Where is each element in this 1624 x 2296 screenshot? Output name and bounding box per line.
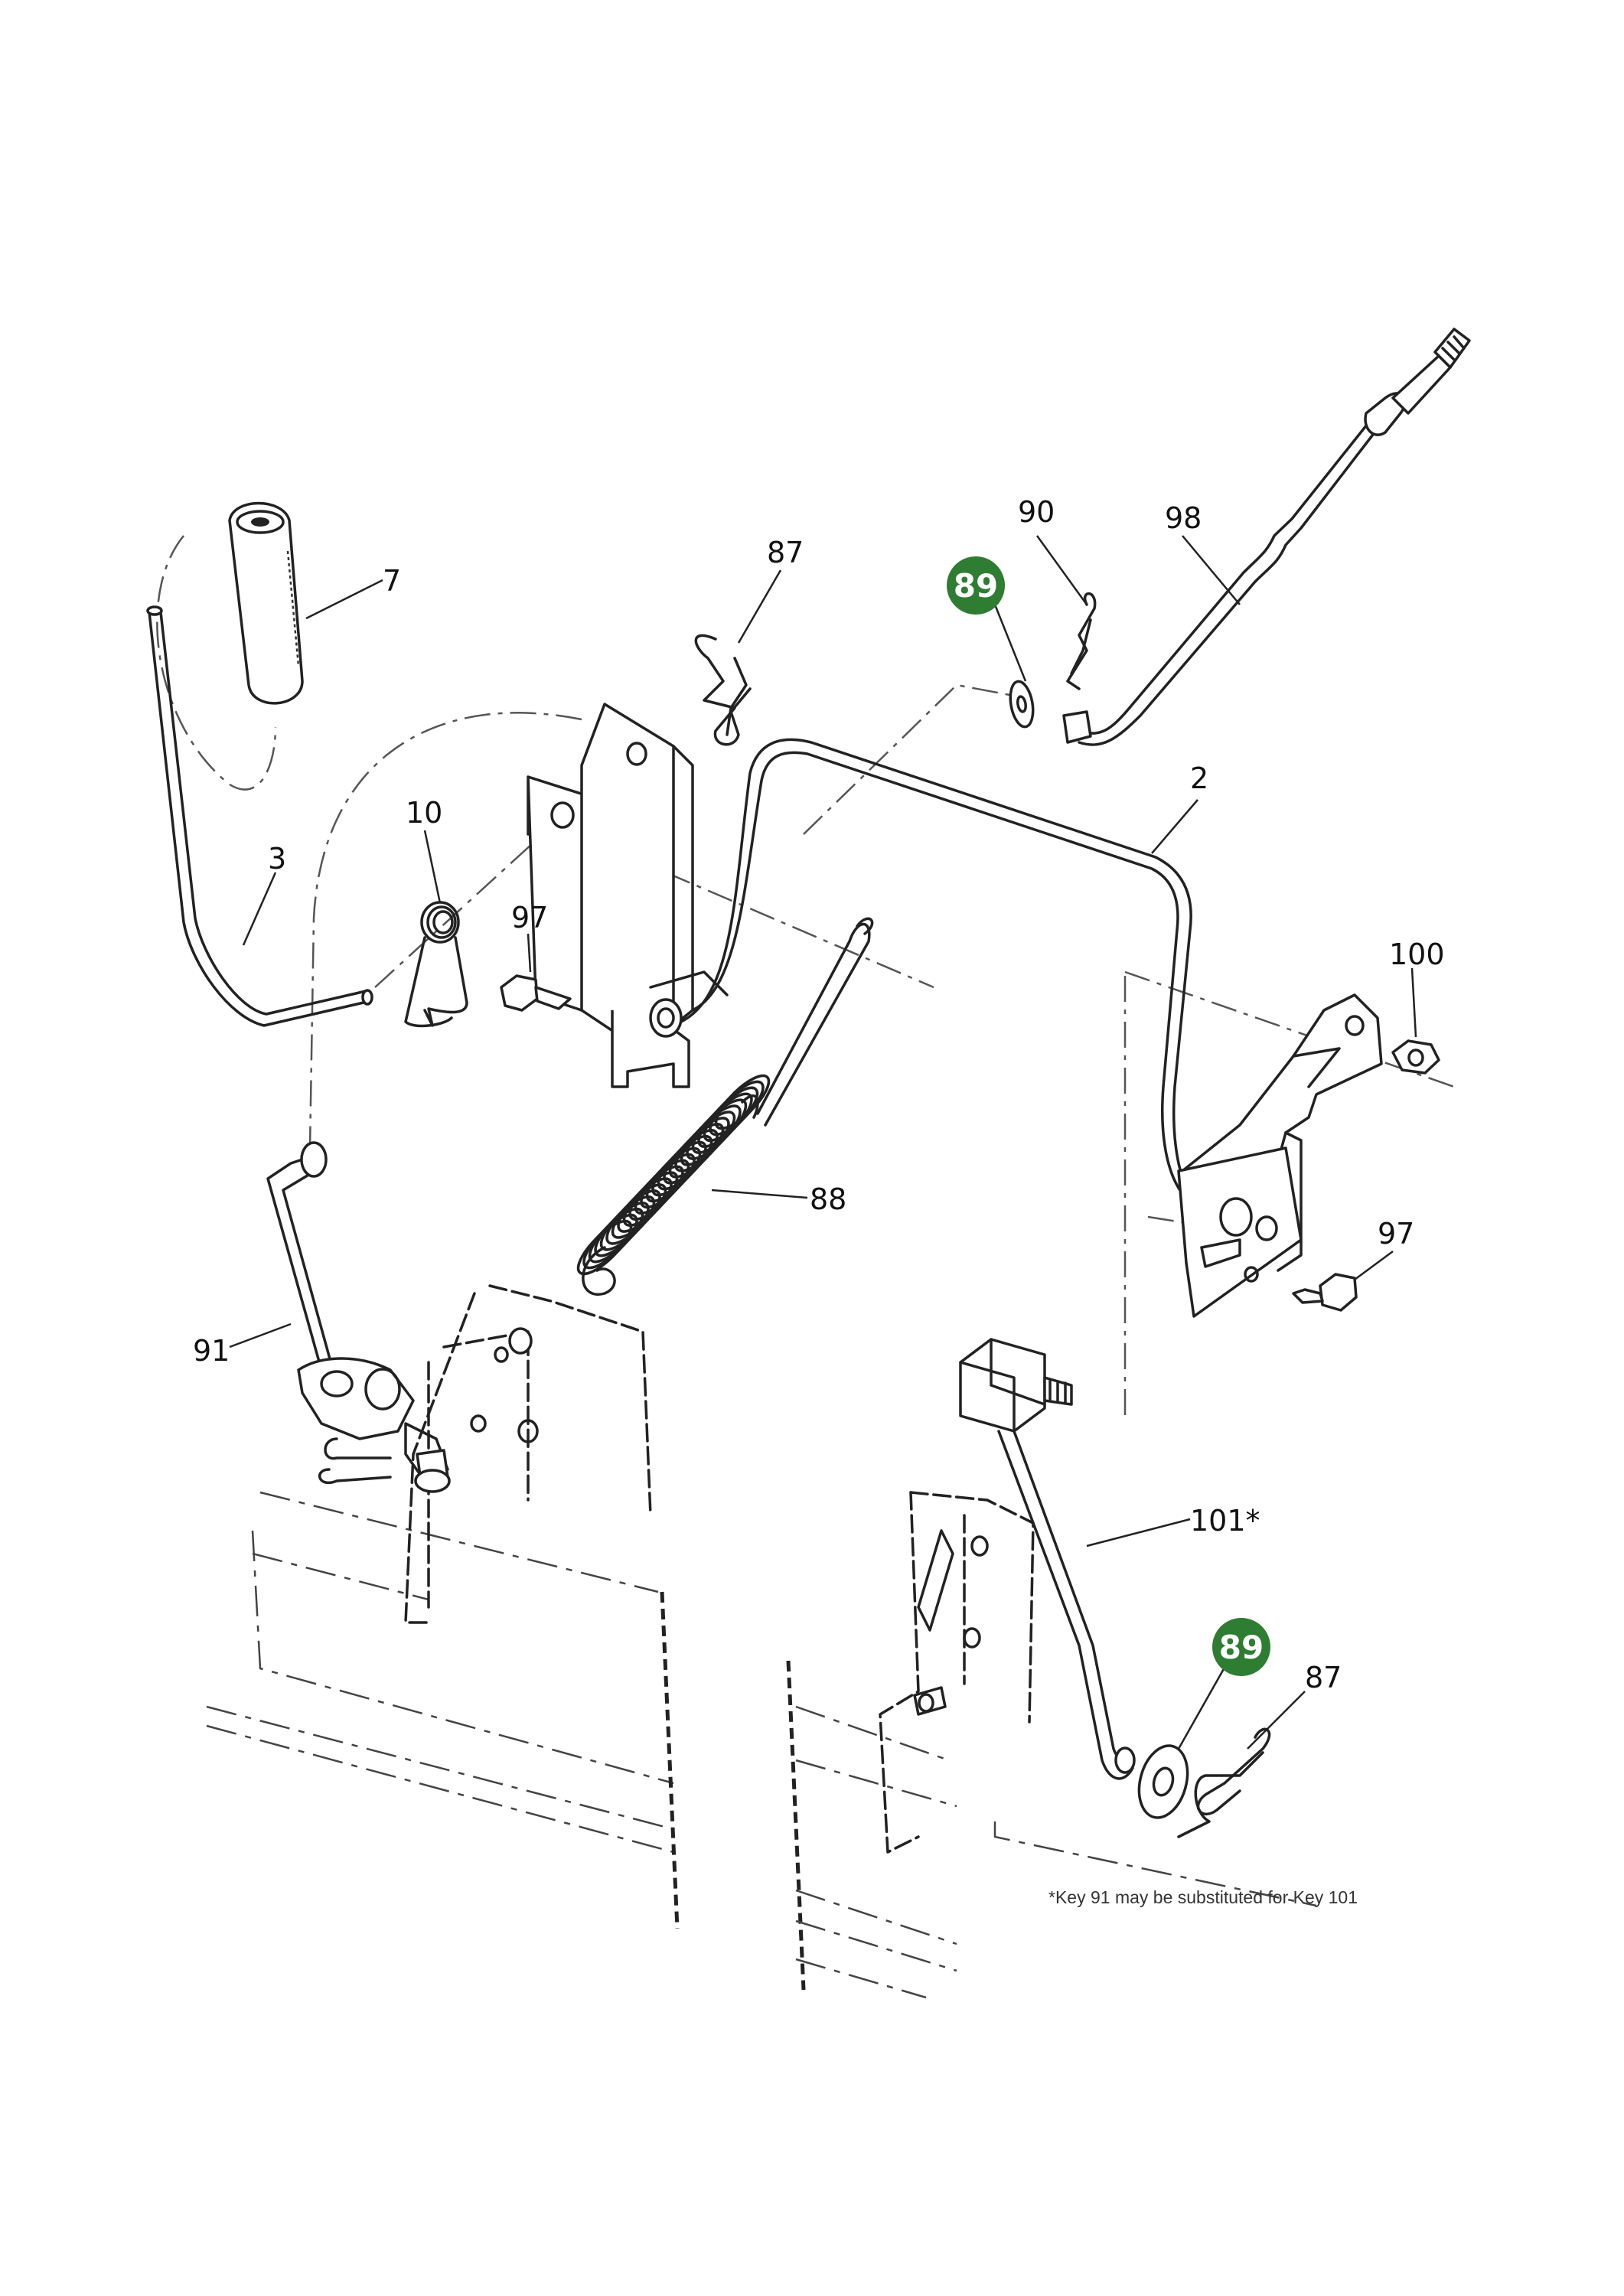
flange-bolt-right [1292,1273,1358,1312]
callout-89-top: 89 [954,567,998,605]
callout-101: 101* [1190,1504,1260,1538]
spring-coil [714,1074,771,1130]
callout-87-bottom: 87 [1305,1661,1342,1694]
callout-97-left: 97 [511,901,548,934]
hex-nut [1391,1039,1440,1075]
phantom-lines [156,535,1455,1420]
mower-deck-outline [206,1491,1317,1999]
spring-hook [741,1094,759,1119]
callout-90: 90 [1018,495,1055,529]
callout-89-top-badge: 89 [947,556,1005,615]
footnote: *Key 91 may be substituted for Key 101 [1048,1887,1358,1907]
hairpin-clip-small [1066,592,1097,690]
leader-lines [229,535,1417,1750]
callout-3: 3 [268,842,286,876]
left-mounting-bracket [527,703,729,1088]
callout-100: 100 [1389,938,1445,971]
washer-bottom [1137,1744,1189,1819]
callout-2: 2 [1190,762,1208,795]
callout-89-bottom: 89 [1219,1629,1264,1666]
hairpin-clip-bottom [1177,1727,1271,1838]
spring-link-rod [756,917,874,1127]
callout-89-bottom-badge: 89 [1212,1618,1270,1676]
callout-91: 91 [193,1334,230,1368]
lift-handle-rod [146,605,373,1027]
callout-labels: 7 87 90 98 10 3 97 2 100 88 97 91 101* 8… [193,495,1445,1694]
handle-grip [228,501,304,705]
lift-link-left [266,1141,449,1484]
flange-bolt-left [500,974,572,1012]
callout-87-top: 87 [767,536,804,569]
washer-top [1009,680,1035,729]
spring-hook [582,1246,616,1296]
callout-97-right: 97 [1378,1217,1414,1251]
highlight-circle [1212,1618,1270,1676]
callout-7: 7 [383,564,401,598]
left-lift-bracket [404,1284,652,1624]
lift-link-right [959,1338,1136,1780]
torsion-spring [404,901,468,1028]
callout-98: 98 [1165,501,1202,535]
adjustment-rod [1062,328,1471,746]
hairpin-clip-top [694,634,752,746]
right-lift-bracket [879,1491,1035,1854]
right-mounting-bracket [1177,993,1383,1318]
callout-10: 10 [406,796,442,830]
extension-spring [576,1074,771,1296]
lift-shaft [680,738,1203,1211]
callout-88: 88 [810,1182,846,1216]
highlight-circle [947,556,1005,615]
